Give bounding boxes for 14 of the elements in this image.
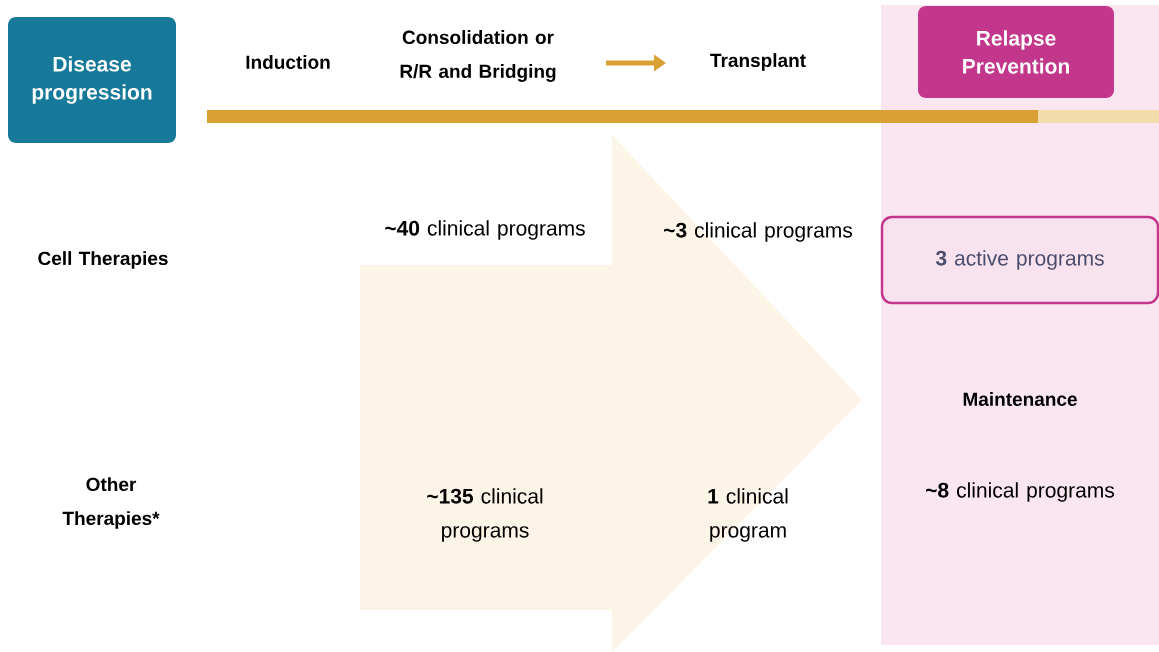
- program-count: ~40 clinical programs: [385, 220, 585, 240]
- program-count: ~8 clinical programs: [926, 482, 1115, 502]
- program-count: ~3 clinical programs: [664, 222, 853, 242]
- stage-box: Disease progression: [8, 17, 176, 143]
- program-count: 1 clinical program: [708, 488, 788, 542]
- column-heading: Induction: [246, 55, 330, 69]
- row-heading: Other Therapies*: [62, 477, 160, 529]
- column-heading: Transplant: [710, 53, 806, 71]
- phase-heading: Maintenance: [963, 392, 1077, 406]
- program-box: 3 active programs: [880, 215, 1159, 305]
- program-count: ~135 clinical programs: [427, 488, 543, 542]
- stage-box: Relapse Prevention: [918, 6, 1114, 98]
- column-heading: Consolidation or R/R and Bridging: [400, 30, 556, 82]
- row-heading: Cell Therapies: [38, 251, 168, 269]
